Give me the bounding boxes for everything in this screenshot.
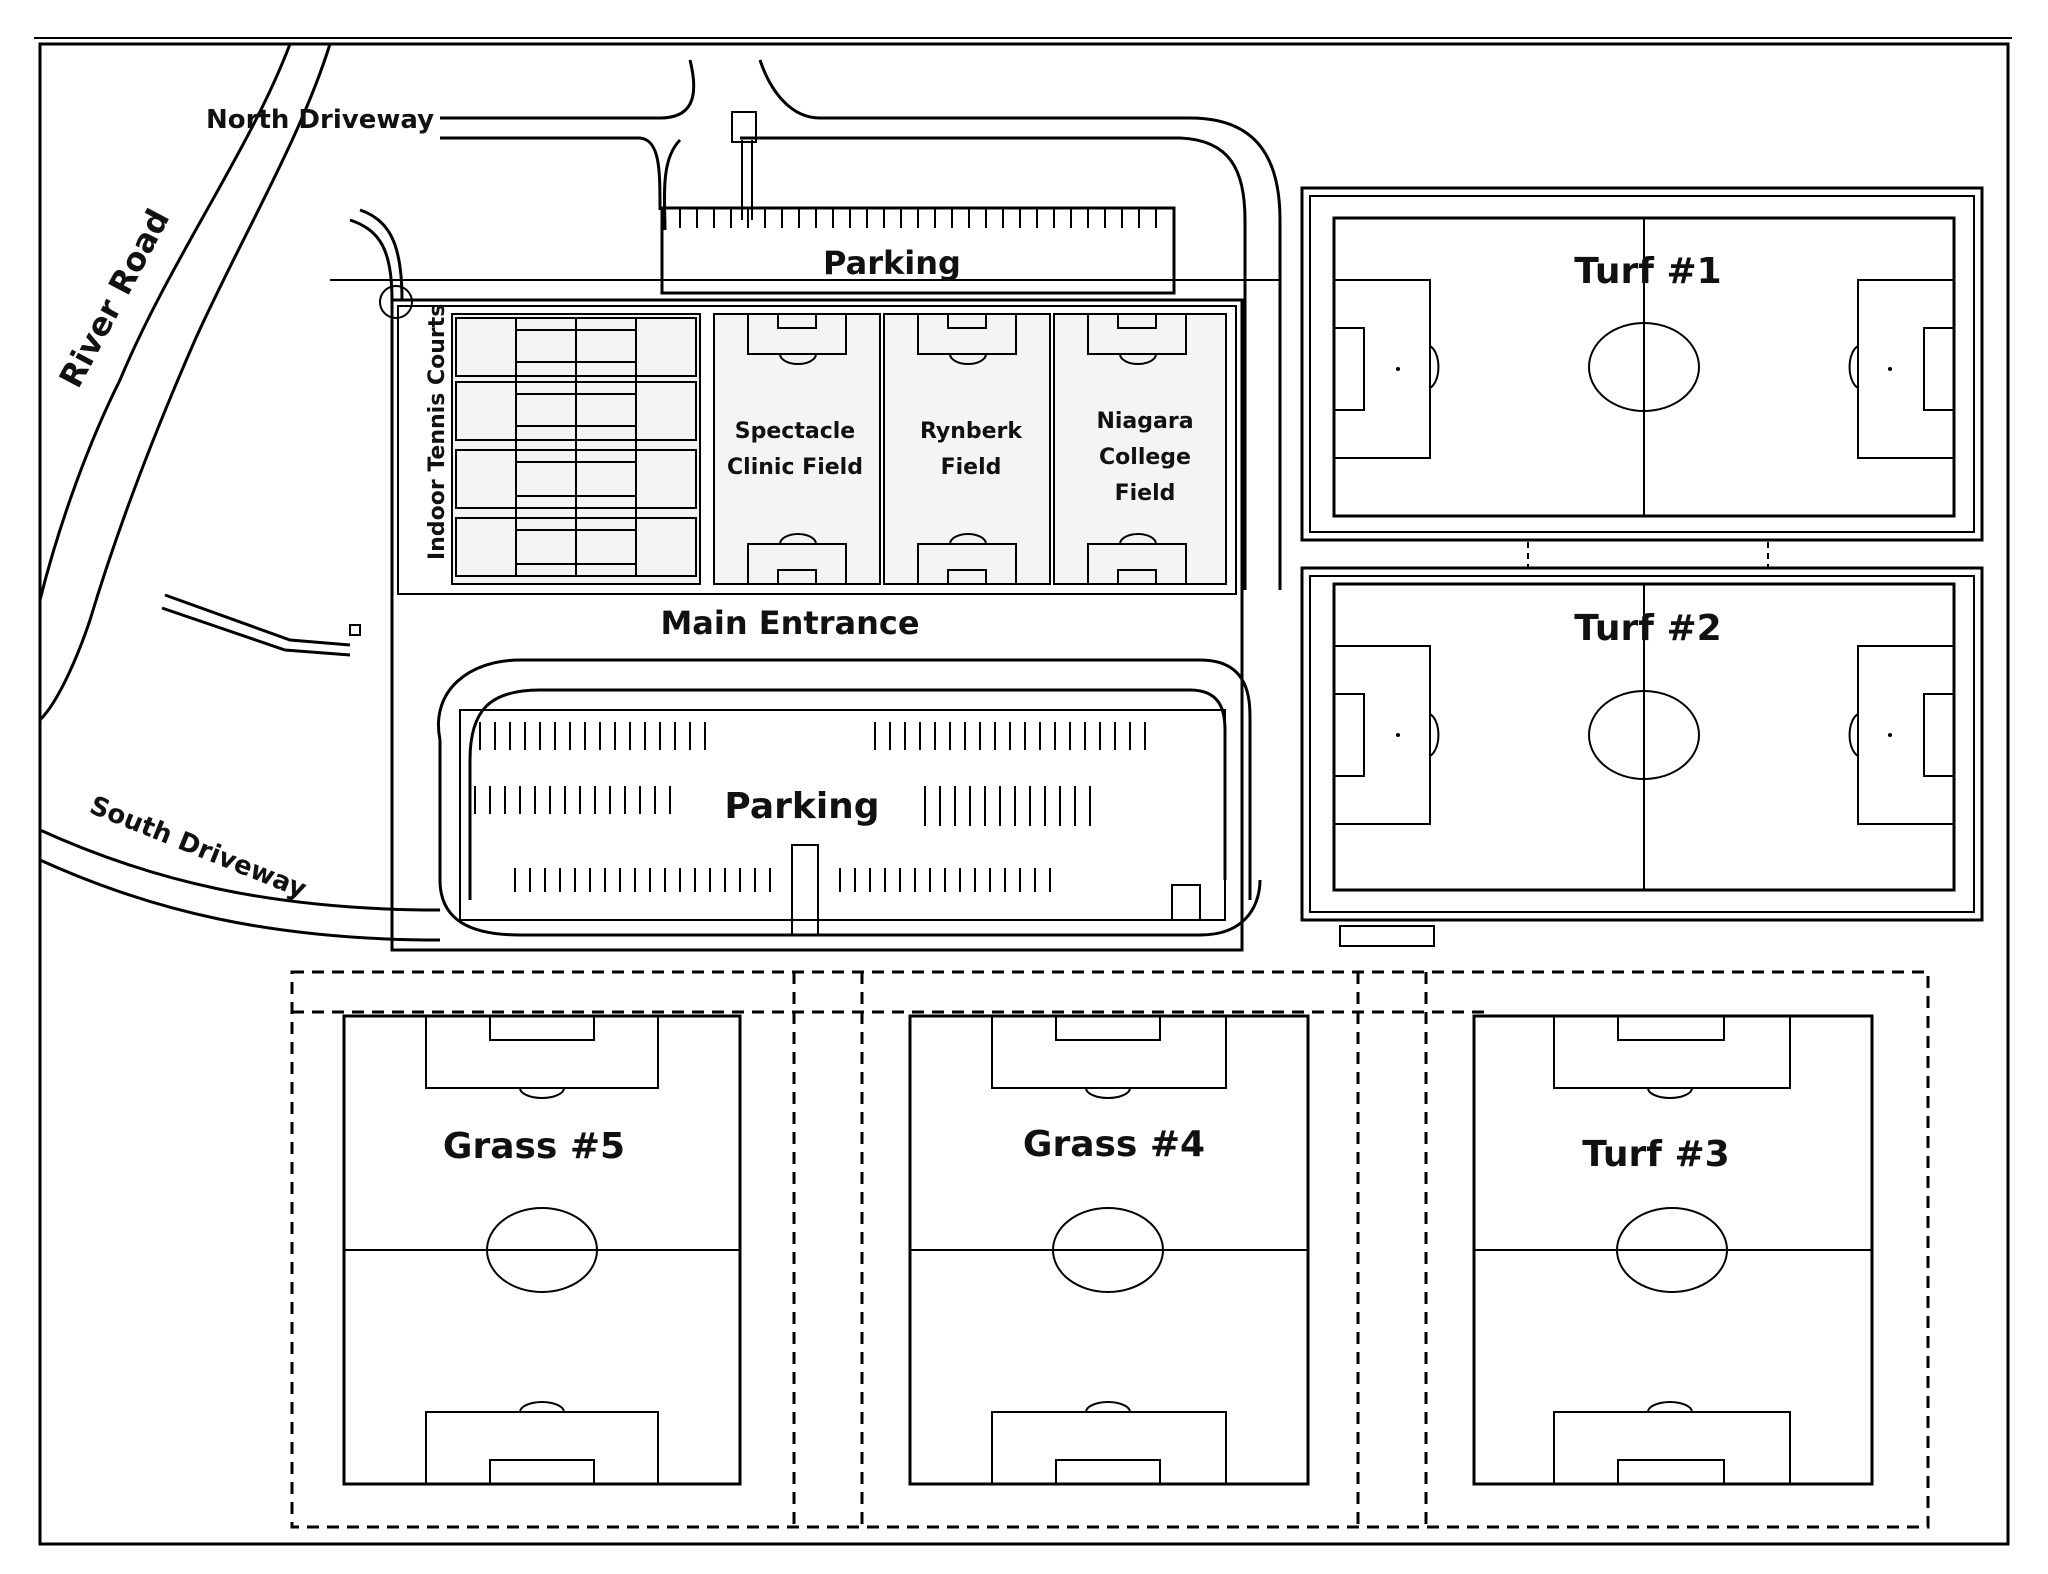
grass-4-label: Grass #4 <box>1023 1124 1205 1165</box>
indoor-field-niagara <box>1053 313 1227 585</box>
turf-2-field <box>1300 566 1984 922</box>
niagara-field-label-3: Field <box>1115 481 1176 506</box>
indoor-tennis-courts-label: Indoor Tennis Courts <box>425 304 450 560</box>
niagara-field-label-1: Niagara <box>1096 409 1193 434</box>
niagara-field-label-2: College <box>1099 445 1191 470</box>
spectacle-field-label-2: Clinic Field <box>727 455 863 480</box>
turf-1-field <box>1300 186 1984 542</box>
indoor-field-rynberk <box>883 313 1051 585</box>
south-driveway <box>39 593 441 942</box>
turf-2-label: Turf #2 <box>1574 608 1721 649</box>
north-driveway-label: North Driveway <box>206 105 434 135</box>
south-parking-lot <box>437 658 1262 937</box>
south-parking-label: Parking <box>724 786 879 827</box>
river-road <box>38 43 332 722</box>
north-parking-lot <box>660 206 1176 295</box>
grass-4-field <box>908 1014 1310 1486</box>
map-frame <box>34 37 2012 1546</box>
south-driveway-label: South Driveway <box>85 791 310 905</box>
turf-1-label: Turf #1 <box>1574 251 1721 292</box>
spectacle-field-label-1: Spectacle <box>735 419 855 444</box>
indoor-tennis-courts <box>451 313 701 585</box>
turf-3-label: Turf #3 <box>1582 1134 1729 1175</box>
grass-5-label: Grass #5 <box>443 1126 625 1167</box>
outdoor-fields-frame <box>290 970 1930 1529</box>
grass-5-field <box>342 1014 742 1486</box>
indoor-field-spectacle <box>713 313 881 585</box>
main-entrance-label: Main Entrance <box>660 604 919 642</box>
north-parking-label: Parking <box>823 244 961 282</box>
rynberk-field-label-2: Field <box>941 455 1002 480</box>
turf-3-field <box>1472 1014 1874 1486</box>
rynberk-field-label-1: Rynberk <box>920 419 1023 444</box>
turf-bleachers <box>1339 539 1769 947</box>
building: Indoor Tennis Courts <box>330 208 1280 952</box>
